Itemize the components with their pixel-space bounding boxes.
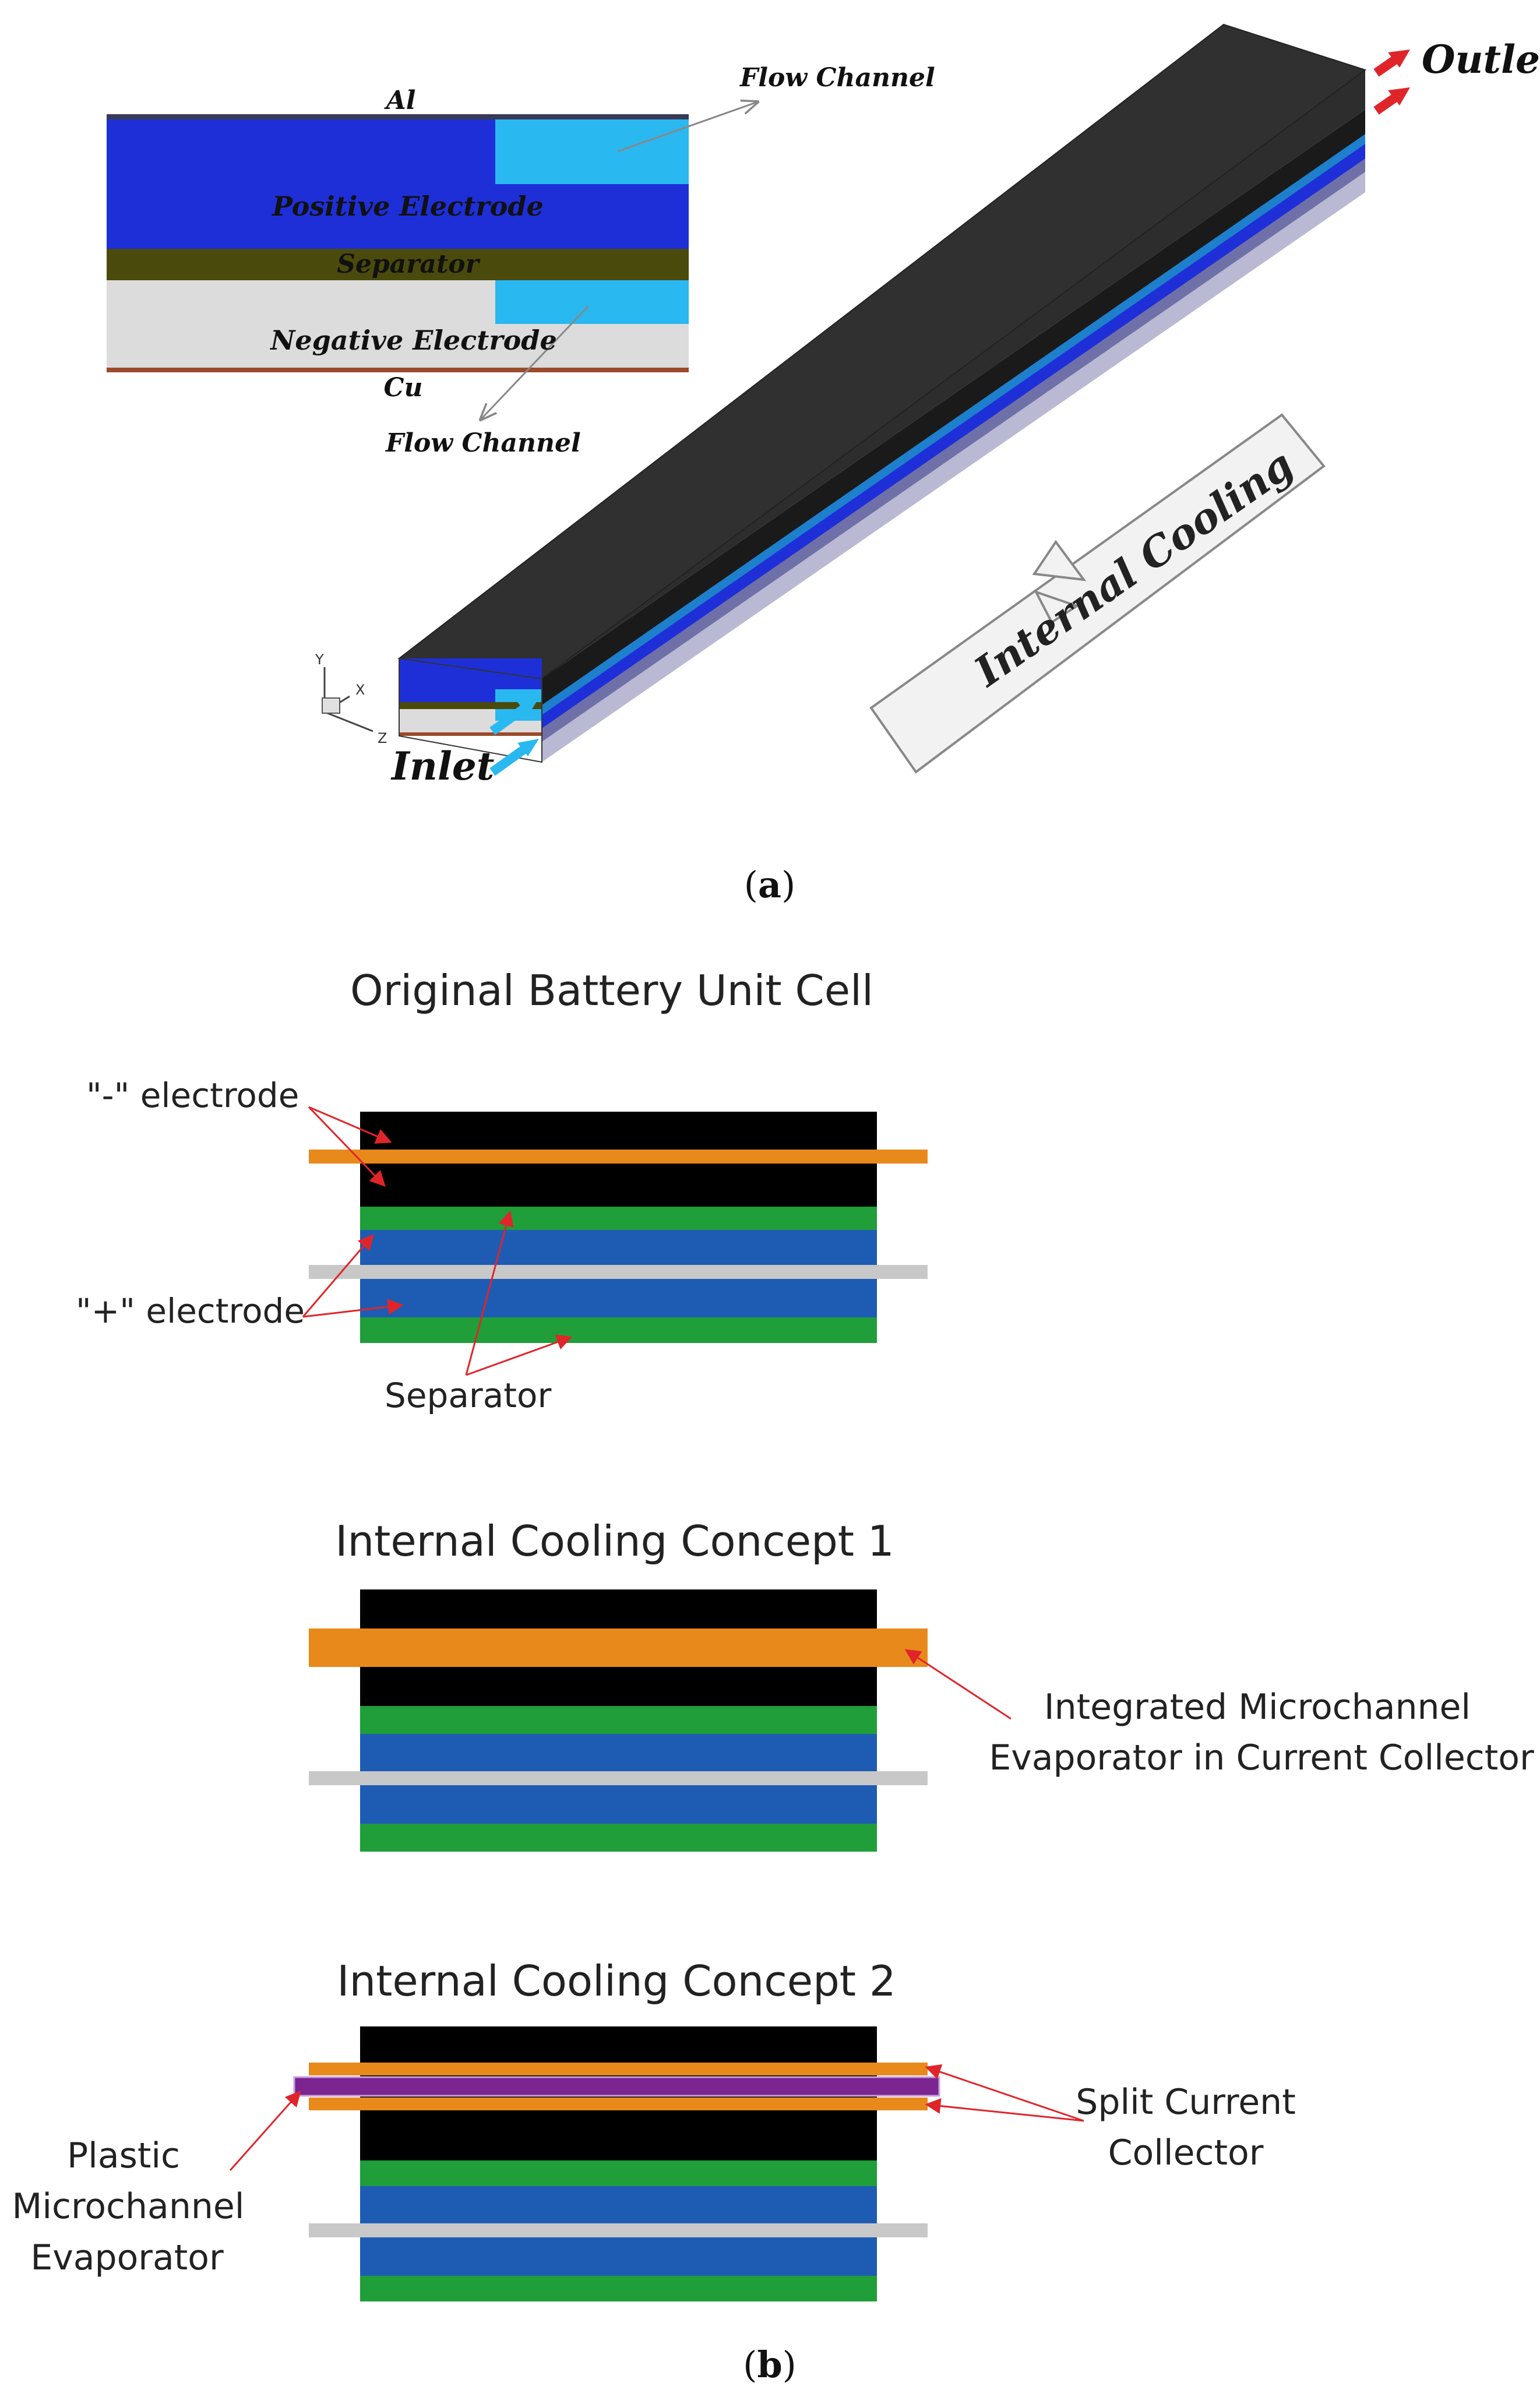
panel-a: Al Positive Electrode Separator Negative… (107, 23, 1540, 906)
panel-b: Original Battery Unit Cell "-" electrode… (12, 966, 1534, 2386)
concept1-title: Internal Cooling Concept 1 (335, 1517, 894, 1566)
flow-channel-top-label: Flow Channel (739, 63, 935, 93)
neg-electrode-label: "-" electrode (86, 1076, 299, 1115)
separator-label: Separator (337, 249, 480, 279)
plastic-line2: Microchannel (12, 2186, 245, 2227)
c2-purple-channel (293, 2076, 940, 2097)
original-cell-diagram: Original Battery Unit Cell "-" electrode… (76, 966, 928, 1415)
c2-blue-top (360, 2186, 877, 2223)
axis-triad: Y X Z (315, 651, 387, 746)
c1-blue-top (360, 1734, 877, 1771)
axis-y-label: Y (315, 651, 324, 668)
inlet-arrows (489, 698, 539, 776)
axis-z-label: Z (378, 730, 387, 746)
front-separator (399, 702, 542, 709)
pos-electrode-label: "+" electrode (76, 1291, 305, 1331)
cross-section-diagram: Al Positive Electrode Separator Negative… (107, 63, 935, 458)
c2-orange-upper (309, 2063, 928, 2075)
c1-green-top (360, 1706, 877, 1734)
positive-electrode-label: Positive Electrode (271, 191, 544, 222)
outlet-arrows (1373, 50, 1410, 115)
orig-orange-collector (309, 1150, 928, 1164)
side-bottom-layer (542, 169, 1365, 762)
negative-electrode-label: Negative Electrode (269, 325, 556, 356)
separator-label-b: Separator (385, 1376, 551, 1415)
side-cyan-layer (542, 133, 1365, 715)
flow-channel-bottom-label: Flow Channel (385, 428, 581, 458)
concept1-diagram: Internal Cooling Concept 1 Integrated Mi… (309, 1517, 1534, 1852)
orig-gray-collector (309, 1265, 928, 1279)
c2-green-bottom (360, 2276, 877, 2301)
flow-channel-bottom-arrow (481, 305, 590, 420)
flow-channel-bottom (495, 280, 689, 324)
panel-a-caption: (a) (744, 863, 796, 906)
side-blue-layer (542, 143, 1365, 728)
side-lower-layer (542, 157, 1365, 742)
concept1-label-line2: Evaporator in Current Collector (989, 1737, 1534, 1778)
c1-gray-collector (309, 1771, 928, 1785)
c2-orange-lower (309, 2098, 928, 2110)
side-top-black (542, 110, 1365, 705)
c2-green-top (360, 2160, 877, 2186)
c1-blue-bottom (360, 1785, 877, 1824)
battery-3d-model: Outlet Inlet Y X Z Internal Cooling (315, 23, 1540, 789)
front-cu (399, 732, 542, 736)
concept2-diagram: Internal Cooling Concept 2 Split Current… (12, 1957, 1296, 2301)
split-collector-line1: Split Current (1076, 2082, 1295, 2123)
c1-orange-collector (309, 1628, 928, 1667)
c1-green-bottom (360, 1824, 877, 1852)
c2-blue-bottom (360, 2237, 877, 2276)
cu-label: Cu (383, 373, 422, 403)
orig-blue-top (360, 1230, 877, 1265)
panel-b-caption: (b) (743, 2343, 797, 2386)
orig-green-bottom (360, 1317, 877, 1343)
front-cyan-channel (495, 689, 542, 702)
orig-green-top (360, 1207, 877, 1230)
concept2-title: Internal Cooling Concept 2 (337, 1957, 896, 2005)
front-outline (399, 657, 542, 763)
flow-channel-top (495, 119, 689, 184)
plastic-line1: Plastic (67, 2135, 180, 2176)
split-collector-line2: Collector (1108, 2132, 1264, 2173)
c2-gray-collector (309, 2223, 928, 2237)
outlet-label: Outlet (1422, 37, 1540, 82)
separator-layer (107, 249, 689, 280)
al-label: Al (384, 86, 416, 115)
original-title: Original Battery Unit Cell (350, 966, 873, 1015)
axis-x-label: X (355, 682, 365, 698)
internal-cooling-label: Internal Cooling (965, 440, 1302, 696)
plastic-line3: Evaporator (30, 2237, 224, 2278)
al-layer (107, 114, 689, 119)
flow-channel-top-arrow (617, 102, 757, 153)
cu-layer (107, 368, 689, 372)
inlet-label: Inlet (390, 743, 494, 789)
orig-blue-bottom (360, 1279, 877, 1317)
concept1-label-line1: Integrated Microchannel (1044, 1687, 1471, 1728)
